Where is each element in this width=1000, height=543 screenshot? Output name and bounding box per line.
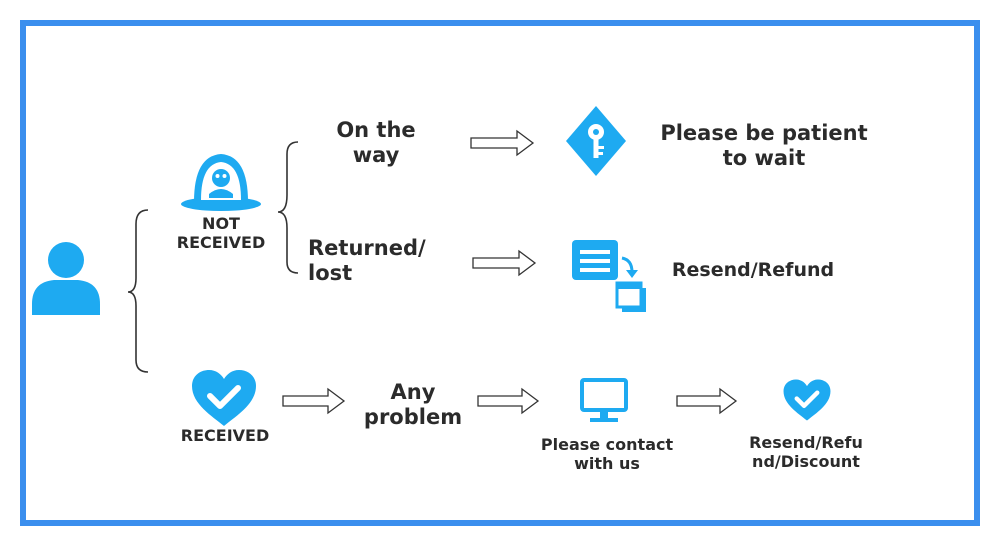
arrow-any-problem [477,387,540,415]
arrow-on-the-way [470,129,535,157]
user-icon [30,240,102,319]
arrow-returned [472,249,537,277]
diagram-frame [20,20,980,526]
arrow-received [282,387,346,415]
monitor-icon [580,378,628,428]
any-problem-label: Any problem [363,380,463,430]
document-transfer-icon [570,238,650,320]
please-wait-label: Please be patient to wait [660,121,868,171]
brace-not-received [277,141,299,274]
on-the-way-label: On the way [336,118,416,168]
resend-refund-label: Resend/Refund [671,259,835,281]
returned-lost-label: Returned/ lost [308,236,426,286]
ufo-icon [180,148,262,220]
not-received-label: NOT RECEIVED [176,214,266,253]
brace-main [127,209,149,373]
heart-check-icon [782,378,832,426]
received-label: RECEIVED [180,426,270,445]
contact-us-label: Please contact with us [540,435,674,474]
heart-check-icon [190,368,258,432]
key-diamond-icon [564,104,628,182]
resend-refund-discount-label: Resend/Refu nd/Discount [749,433,863,472]
arrow-contact [676,387,738,415]
